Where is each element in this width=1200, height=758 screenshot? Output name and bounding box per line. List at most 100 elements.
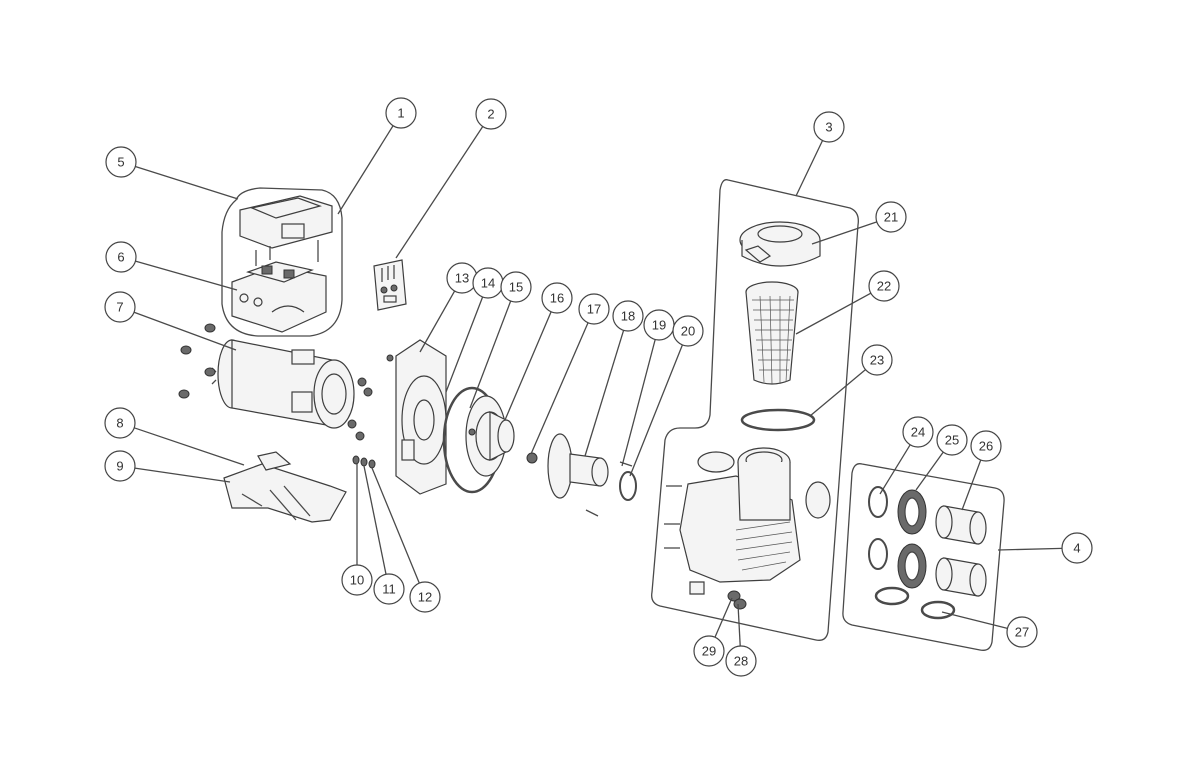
leader-line-5	[135, 165, 239, 200]
strainer-pot-group-outline	[651, 179, 859, 641]
callout-circle	[104, 450, 136, 482]
callout-number: 10	[350, 573, 364, 588]
callout-2: 2	[475, 98, 507, 130]
leader-line-18	[584, 330, 625, 457]
drain-plugs-part	[689, 581, 747, 610]
callout-circle	[672, 315, 704, 347]
callout-circle	[868, 270, 900, 302]
callout-6: 6	[105, 241, 137, 273]
callout-circle	[541, 282, 573, 314]
strainer-lid-part	[739, 221, 821, 267]
callout-number: 28	[734, 654, 748, 669]
leader-line-8	[133, 427, 245, 466]
leader-line-24	[879, 444, 911, 495]
callout-circle	[341, 564, 373, 596]
motor-cover-part	[239, 195, 333, 266]
leader-line-25	[915, 451, 944, 491]
impeller-part	[468, 411, 515, 461]
leader-line-16	[504, 311, 552, 421]
callout-7: 7	[104, 291, 136, 323]
callout-11: 11	[373, 573, 405, 605]
leader-line-21	[811, 221, 878, 245]
leader-line-11	[363, 465, 387, 575]
callout-number: 24	[911, 425, 925, 440]
callout-circle	[875, 201, 907, 233]
callout-number: 5	[117, 155, 124, 170]
callout-1: 1	[385, 97, 417, 129]
callout-number: 13	[455, 271, 469, 286]
strainer-basket-part	[745, 281, 799, 385]
seal-plate-part	[386, 339, 447, 495]
callout-16: 16	[541, 282, 573, 314]
callout-number: 3	[825, 120, 832, 135]
callout-circle	[385, 97, 417, 129]
callout-circle	[475, 98, 507, 130]
callout-number: 22	[877, 279, 891, 294]
callout-circle	[693, 635, 725, 667]
callout-9: 9	[104, 450, 136, 482]
pump-housing-part	[664, 447, 831, 583]
drive-housing-part	[231, 261, 327, 333]
callout-circle	[105, 241, 137, 273]
callout-5: 5	[105, 146, 137, 178]
callout-10: 10	[341, 564, 373, 596]
callout-circle	[500, 271, 532, 303]
callout-26: 26	[970, 430, 1002, 462]
callout-29: 29	[693, 635, 725, 667]
motor-body-part	[211, 339, 355, 429]
union-kit-parts	[868, 486, 987, 620]
callout-number: 20	[681, 324, 695, 339]
callout-4: 4	[1061, 532, 1093, 564]
callout-number: 27	[1015, 625, 1029, 640]
leader-line-27	[941, 611, 1008, 629]
callout-circle	[1061, 532, 1093, 564]
callout-14: 14	[472, 267, 504, 299]
callout-circle	[861, 344, 893, 376]
callout-circle	[105, 146, 137, 178]
callout-25: 25	[936, 424, 968, 456]
seal-assembly-part	[526, 433, 637, 517]
leader-line-12	[371, 467, 420, 584]
callout-15: 15	[500, 271, 532, 303]
leader-line-29	[714, 597, 733, 638]
callout-18: 18	[612, 300, 644, 332]
callout-8: 8	[104, 407, 136, 439]
callout-circle	[104, 291, 136, 323]
leader-line-2	[395, 126, 484, 259]
callout-21: 21	[875, 201, 907, 233]
callout-circle	[970, 430, 1002, 462]
callout-number: 15	[509, 280, 523, 295]
callout-circle	[104, 407, 136, 439]
callout-number: 25	[945, 433, 959, 448]
lid-o-ring-part	[740, 408, 816, 432]
callout-19: 19	[643, 309, 675, 341]
callout-number: 16	[550, 291, 564, 306]
callout-number: 4	[1073, 541, 1080, 556]
callout-circle	[409, 581, 441, 613]
callout-number: 18	[621, 309, 635, 324]
motor-base-part	[223, 451, 347, 523]
callout-17: 17	[578, 293, 610, 325]
callout-3: 3	[813, 111, 845, 143]
leader-line-3	[795, 140, 824, 197]
callout-circle	[612, 300, 644, 332]
union-kit-group-outline	[842, 463, 1005, 651]
leader-line-14	[445, 296, 484, 393]
leader-line-19	[621, 339, 656, 467]
callout-number: 26	[979, 439, 993, 454]
callout-circle	[373, 573, 405, 605]
motor-drive-group-outline	[221, 187, 343, 337]
callout-13: 13	[446, 262, 478, 294]
callout-circle	[936, 424, 968, 456]
callout-circle	[725, 645, 757, 677]
leader-line-26	[961, 459, 982, 511]
callout-number: 8	[116, 416, 123, 431]
callout-28: 28	[725, 645, 757, 677]
callout-number: 29	[702, 644, 716, 659]
callout-number: 23	[870, 353, 884, 368]
callout-24: 24	[902, 416, 934, 448]
callout-number: 11	[382, 582, 396, 597]
callout-number: 9	[116, 459, 123, 474]
